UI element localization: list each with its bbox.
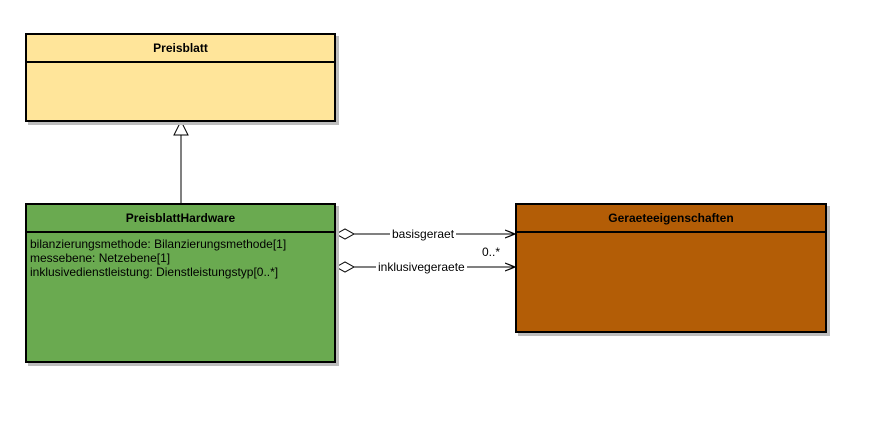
class-preisblatt-attributes [27, 63, 334, 71]
inklusivegeraete-multiplicity: 0..* [482, 245, 501, 259]
class-geraeteeigenschaften-attributes [517, 233, 825, 241]
attribute-messebene: messebene: Netzebene[1] [30, 251, 171, 265]
class-preisblatt-hardware-name: PreisblattHardware [27, 205, 334, 233]
basisgeraet-aggregation-diamond [334, 228, 356, 240]
attribute-inklusivedienstleistung: inklusivedienstleistung: Dienstleistungs… [30, 265, 279, 279]
class-geraeteeigenschaften[interactable]: Geraeteeigenschaften [515, 203, 827, 333]
class-preisblatt-name: Preisblatt [27, 35, 334, 63]
class-preisblatt[interactable]: Preisblatt [25, 33, 336, 122]
basisgeraet-label: basisgeraet [390, 227, 457, 241]
class-geraeteeigenschaften-name: Geraeteeigenschaften [517, 205, 825, 233]
inklusivegeraete-label: inklusivegeraete [376, 260, 467, 274]
class-preisblatt-hardware[interactable]: PreisblattHardware bilanzierungsmethode:… [25, 203, 336, 363]
attribute-bilanzierungsmethode: bilanzierungsmethode: Bilanzierungsmetho… [30, 237, 287, 251]
class-preisblatt-hardware-attributes: bilanzierungsmethode: Bilanzierungsmetho… [27, 233, 334, 283]
generalization-relation[interactable] [173, 119, 189, 203]
inklusivegeraete-aggregation-diamond [334, 261, 356, 273]
generalization-arrowhead [173, 119, 189, 136]
